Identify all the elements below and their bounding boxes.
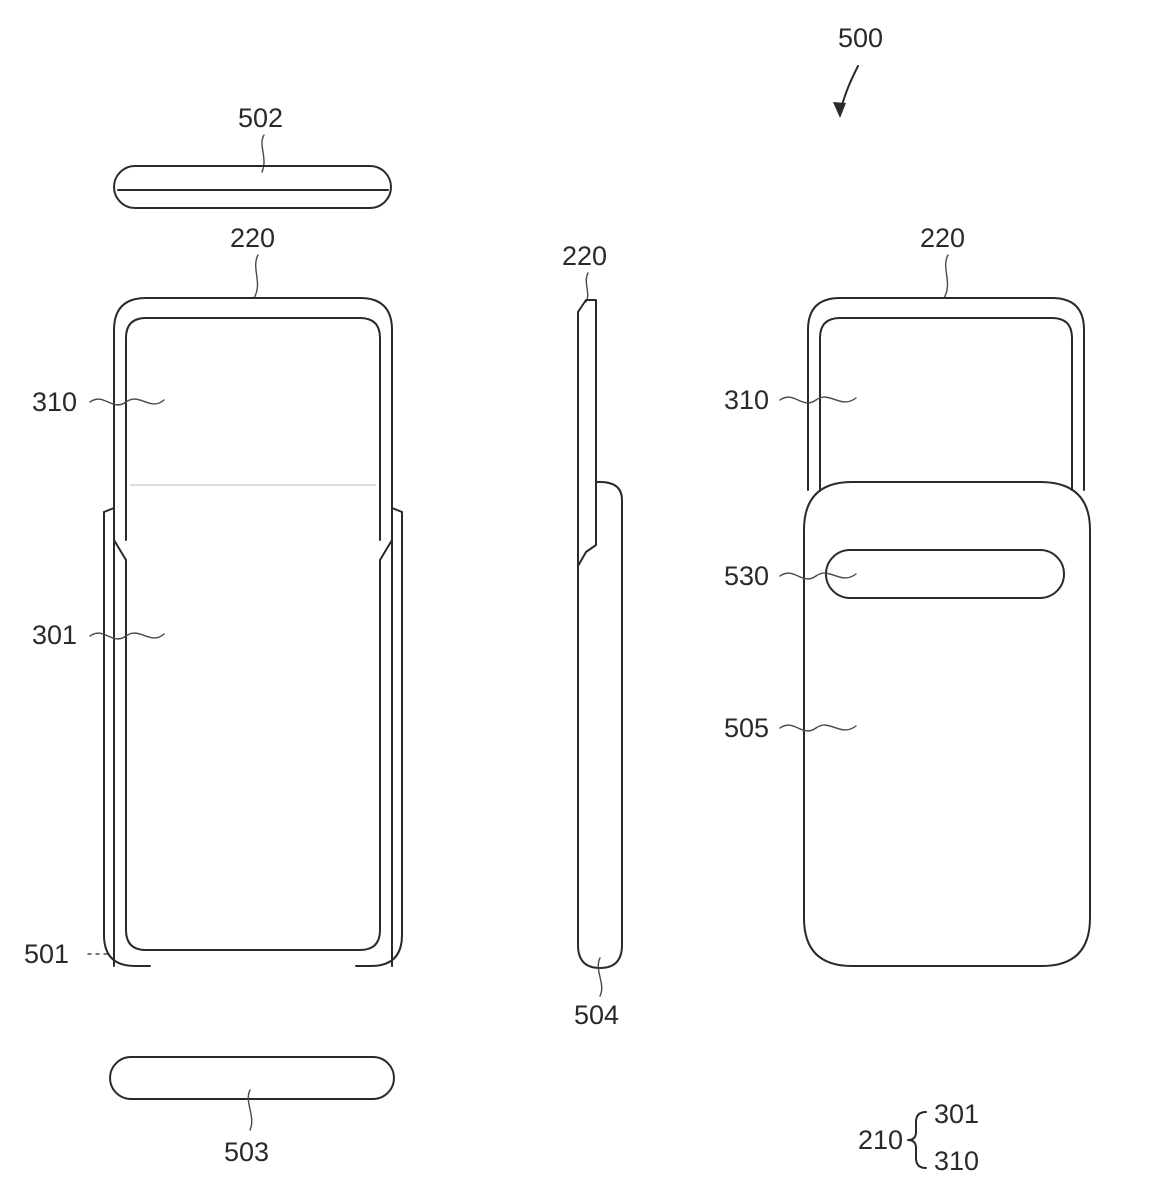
leader-301	[89, 632, 165, 640]
rear-frame-outer	[807, 297, 1085, 491]
bottom-bar-outline	[109, 1056, 395, 1100]
leader-503	[247, 1089, 253, 1131]
rear-cover-outline	[803, 481, 1091, 967]
top-bar-outline	[113, 165, 392, 209]
label-220-rear: 220	[920, 223, 965, 253]
front-chamfers	[103, 507, 403, 561]
leader-220-rear	[943, 254, 949, 299]
reference-arrow-head	[833, 102, 846, 118]
front-body-inner	[125, 559, 381, 951]
front-view: 220 310 301 501	[24, 223, 403, 969]
leader-530	[779, 572, 857, 580]
leader-310-rear	[779, 396, 857, 404]
label-220-front: 220	[230, 223, 275, 253]
front-frame-outer	[113, 297, 393, 967]
label-legend-310: 310	[934, 1146, 979, 1176]
leader-504	[597, 957, 603, 997]
label-504: 504	[574, 1000, 619, 1030]
label-301: 301	[32, 620, 77, 650]
camera-window-outline	[825, 549, 1065, 599]
front-frame-inner	[125, 317, 381, 541]
label-505: 505	[724, 713, 769, 743]
leader-220-side	[585, 272, 589, 303]
bottom-bar-component: 503	[109, 1056, 395, 1167]
leader-502	[261, 134, 265, 173]
side-body	[577, 311, 623, 969]
front-body-right-edge	[355, 511, 403, 967]
label-503: 503	[224, 1137, 269, 1167]
label-220-side: 220	[562, 241, 607, 271]
brace-icon	[907, 1111, 927, 1169]
rear-frame-inner	[819, 317, 1073, 491]
label-210: 210	[858, 1125, 903, 1155]
device-reference: 500	[833, 23, 883, 118]
side-slide-plate	[577, 299, 597, 567]
rear-view: 220 310 530 505	[724, 223, 1091, 967]
label-legend-301: 301	[934, 1099, 979, 1129]
leader-220-front	[253, 254, 259, 299]
label-502: 502	[238, 103, 283, 133]
legend-brace: 210 301 310	[858, 1099, 979, 1176]
label-530: 530	[724, 561, 769, 591]
leader-310-front	[89, 398, 165, 406]
label-501: 501	[24, 939, 69, 969]
label-500: 500	[838, 23, 883, 53]
label-310-rear: 310	[724, 385, 769, 415]
leader-505	[779, 724, 857, 732]
top-bar-component: 502	[113, 103, 392, 209]
side-view: 220 504	[562, 241, 623, 1030]
label-310-front: 310	[32, 387, 77, 417]
front-body-left-edge	[103, 511, 151, 967]
